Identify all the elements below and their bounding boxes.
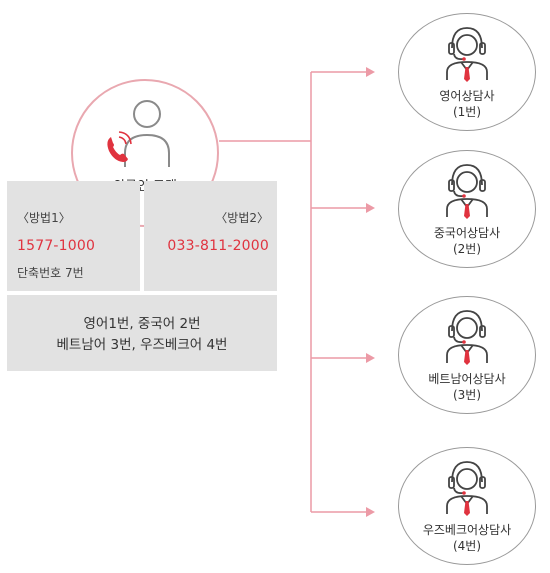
agent-name: 베트남어상담사 [428, 372, 506, 386]
method1-phone-number[interactable]: 1577-1000 [17, 238, 96, 254]
agent-name: 우즈베크어상담사 [422, 523, 512, 537]
agent-number: (3번) [452, 388, 482, 402]
agent-number: (1번) [452, 105, 482, 119]
agent-uzbek: 우즈베크어상담사 (4번) [398, 447, 536, 565]
language-options-box: 영어1번, 중국어 2번 베트남어 3번, 우즈베크어 4번 [7, 295, 277, 371]
method2-title: 〈방법2〉 [215, 211, 269, 225]
method2-phone-number[interactable]: 033-811-2000 [167, 238, 269, 254]
agent-headset-icon [446, 27, 488, 82]
method1-extension: 단축번호 7번 [17, 266, 84, 280]
agent-name: 영어상담사 [439, 89, 495, 103]
agent-headset-icon [446, 461, 488, 516]
agent-name: 중국어상담사 [433, 226, 501, 240]
method1-box: 〈방법1〉 1577-1000 단축번호 7번 [7, 181, 140, 291]
method1-title: 〈방법1〉 [17, 211, 71, 225]
agent-chinese: 중국어상담사 (2번) [398, 150, 536, 268]
agent-vietnamese: 베트남어상담사 (3번) [398, 296, 536, 414]
agent-number: (4번) [452, 539, 482, 553]
agent-headset-icon [446, 164, 488, 219]
phone-icon [107, 131, 132, 162]
language-options-line2: 베트남어 3번, 우즈베크어 4번 [56, 337, 228, 353]
customer-person-icon [107, 100, 170, 167]
agent-english: 영어상담사 (1번) [398, 13, 536, 131]
agent-headset-icon [446, 310, 488, 365]
language-options-line1: 영어1번, 중국어 2번 [83, 316, 201, 332]
method2-box: 〈방법2〉 033-811-2000 [144, 181, 277, 291]
agent-number: (2번) [452, 242, 482, 256]
